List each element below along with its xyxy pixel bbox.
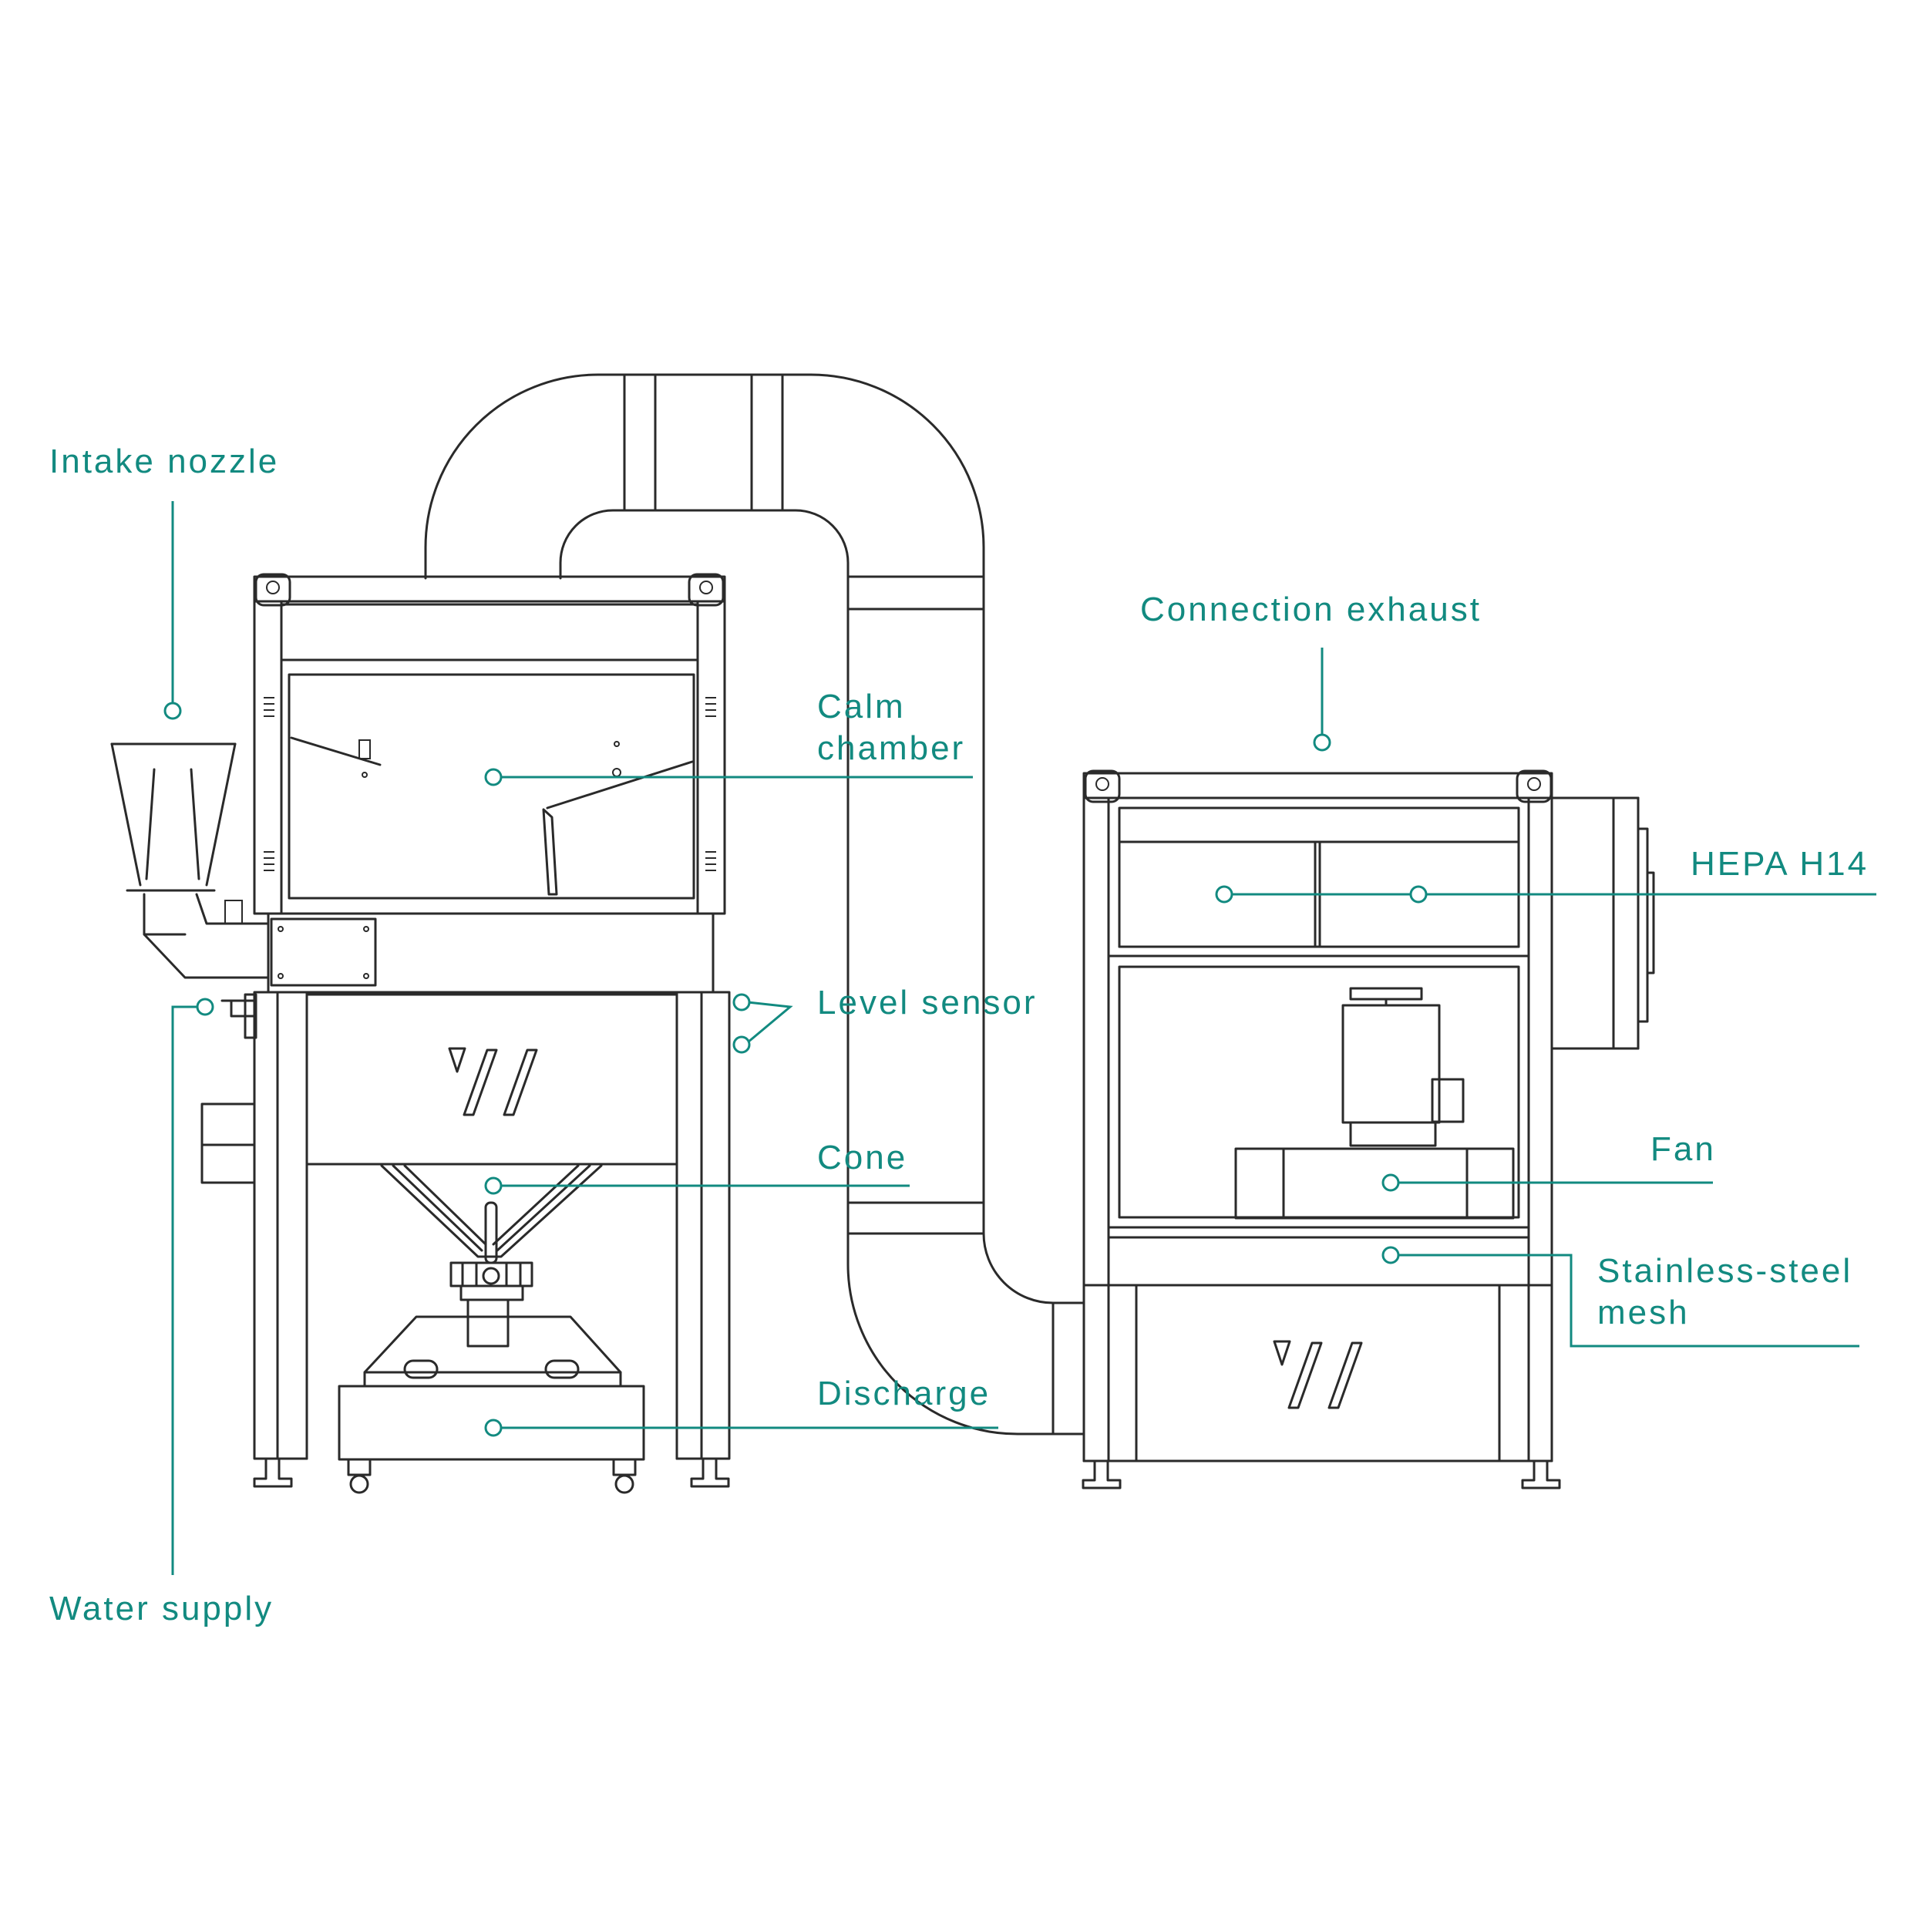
left-top-rail	[253, 575, 726, 603]
label-intake-nozzle: Intake nozzle	[49, 443, 280, 480]
label-connection-exhaust: Connection exhaust	[1140, 591, 1482, 628]
label-hepa: HEPA H14	[1691, 845, 1869, 883]
connecting-duct	[424, 373, 1085, 1436]
left-lifting-eye	[254, 573, 291, 607]
fan-compartment	[1107, 954, 1530, 1229]
callout-dot-mesh	[1381, 1246, 1400, 1264]
label-fan: Fan	[1650, 1130, 1716, 1168]
callout-level-sensor	[747, 1001, 793, 1044]
right-base-panel	[1135, 1284, 1501, 1462]
label-calm-chamber-line1: Calm	[817, 688, 906, 725]
exhaust-connection	[1550, 796, 1640, 1050]
callout-dot-hepa-2	[1409, 885, 1428, 904]
callout-dot-discharge	[484, 1419, 503, 1437]
label-calm-chamber-line2: chamber	[817, 729, 966, 767]
callout-dot-calm-chamber	[484, 768, 503, 786]
callout-dot-intake-nozzle	[163, 702, 182, 720]
vent-slots	[264, 697, 716, 871]
intake-funnel	[110, 742, 270, 979]
right-top-rail	[1082, 772, 1553, 799]
cone-housing	[305, 993, 678, 1166]
label-mesh-line2: mesh	[1597, 1294, 1690, 1331]
left-unit	[110, 573, 731, 1494]
right-lifting-eye	[688, 573, 725, 607]
cone-hopper	[380, 1164, 603, 1348]
callout-dot-hepa-1	[1215, 885, 1233, 904]
brand-logo-right	[1273, 1340, 1363, 1409]
right-leg	[675, 991, 731, 1460]
callout-dot-level-sensor-1	[732, 993, 751, 1011]
brand-logo	[448, 1047, 538, 1116]
label-cone: Cone	[817, 1139, 908, 1176]
callout-water-supply	[171, 1005, 197, 1575]
label-water-supply: Water supply	[49, 1590, 274, 1627]
callout-dot-level-sensor-2	[732, 1035, 751, 1054]
label-mesh-line1: Stainless-steel	[1597, 1252, 1853, 1290]
fan-motor	[1234, 987, 1515, 1220]
control-box	[270, 917, 377, 987]
callout-dot-cone	[484, 1176, 503, 1195]
calm-chamber-window	[288, 673, 695, 900]
callout-dot-fan	[1381, 1173, 1400, 1192]
right-unit	[1082, 769, 1655, 1489]
label-level-sensor: Level sensor	[817, 984, 1038, 1022]
callout-lines	[163, 501, 1876, 1575]
discharge-bin	[338, 1315, 645, 1494]
left-leg	[253, 991, 308, 1460]
callout-mesh	[1398, 1254, 1859, 1348]
callout-dot-water-supply	[196, 998, 214, 1016]
callout-dot-connection-exhaust	[1313, 733, 1331, 752]
label-discharge: Discharge	[817, 1375, 991, 1412]
